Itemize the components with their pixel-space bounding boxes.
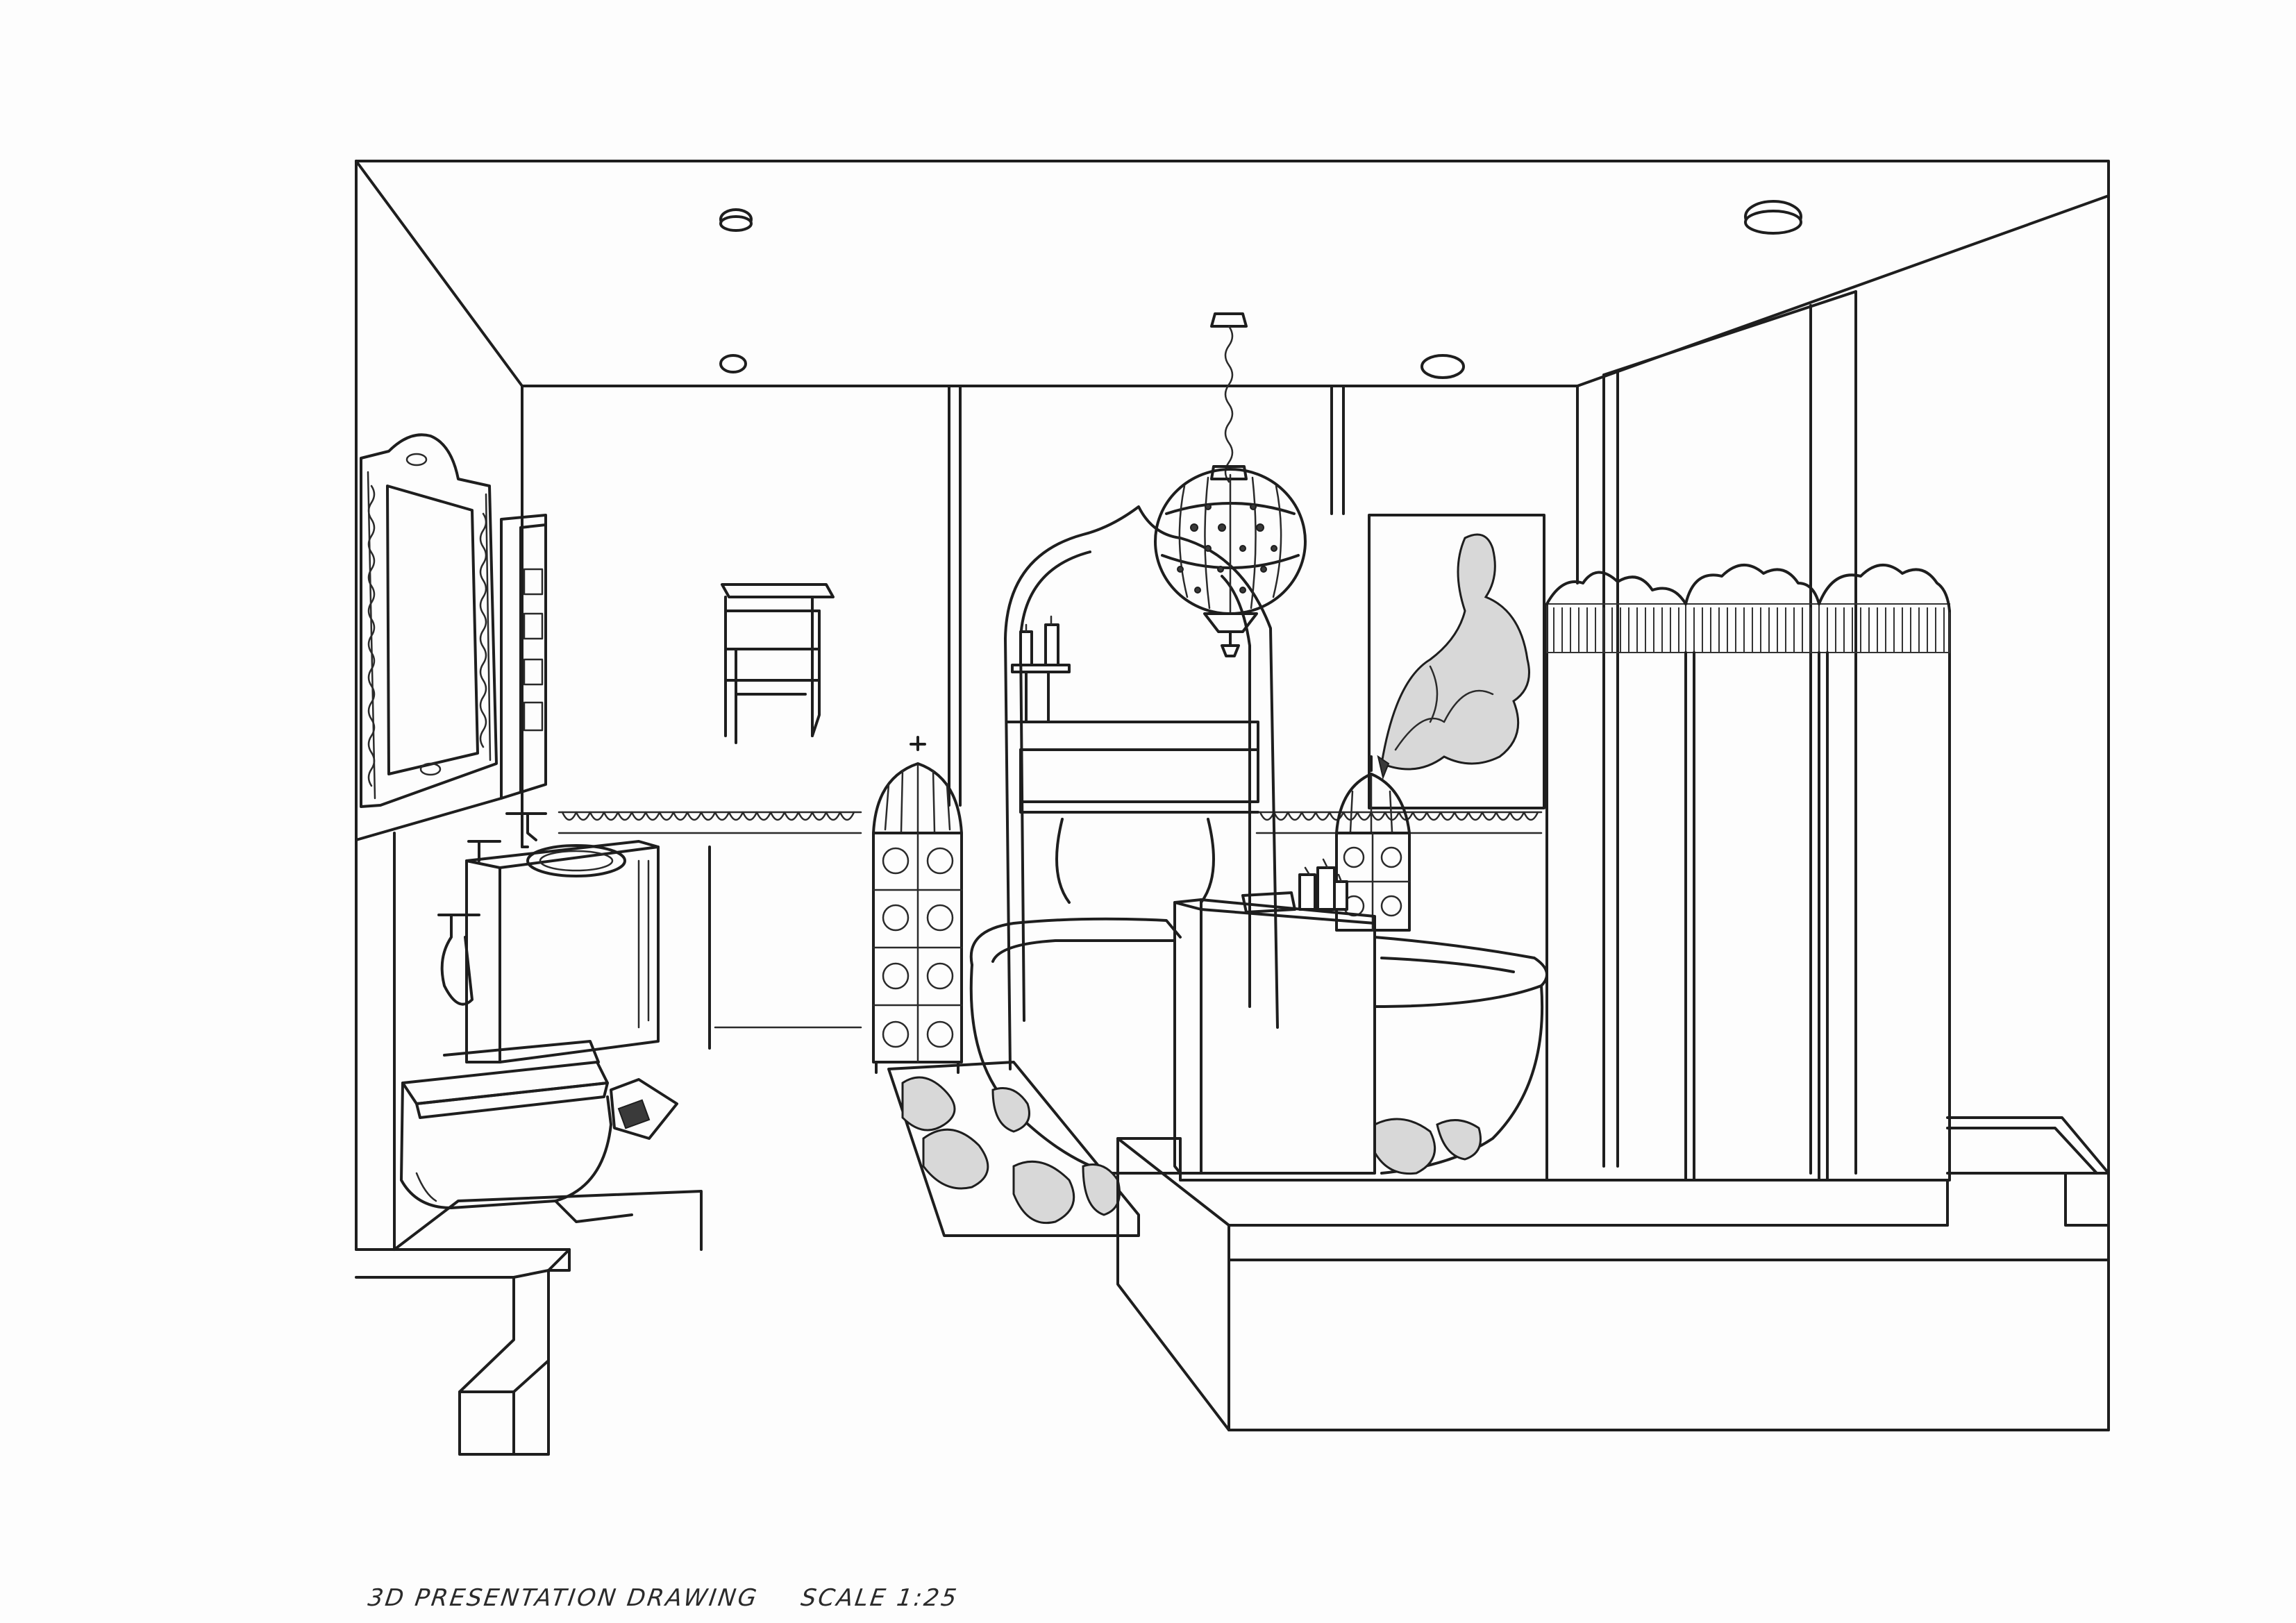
- caption-title: 3D PRESENTATION DRAWING: [366, 1584, 760, 1612]
- wall-hung-toilet: [400, 1040, 633, 1223]
- foreground-platform: [1116, 1116, 2110, 1431]
- pendant-lantern: [1154, 312, 1307, 657]
- folding-screen: [1545, 563, 1951, 1181]
- towel-rail: [721, 583, 835, 744]
- patterned-rug: [887, 1061, 1482, 1237]
- room-shell: [355, 160, 2110, 1431]
- bath-side-column: [1173, 858, 1376, 1175]
- ornate-mirror: [360, 433, 498, 808]
- right-lantern-pillar: [1335, 755, 1411, 932]
- ceiling-downlights: [719, 200, 1802, 379]
- right-window-wall: [1602, 290, 1857, 1175]
- caption-scale: SCALE 1:25: [799, 1584, 960, 1612]
- left-lantern-pillar: [872, 736, 963, 1074]
- vanity-unit: [437, 812, 660, 1063]
- framed-artwork: [1368, 514, 1545, 809]
- wall-cabinet: [355, 514, 547, 1251]
- arched-niche: [1004, 505, 1279, 1070]
- drawing-caption: 3D PRESENTATION DRAWING SCALE 1:25: [366, 1584, 960, 1615]
- floor-step-left: [355, 1190, 703, 1456]
- magazine-book: [610, 1078, 678, 1140]
